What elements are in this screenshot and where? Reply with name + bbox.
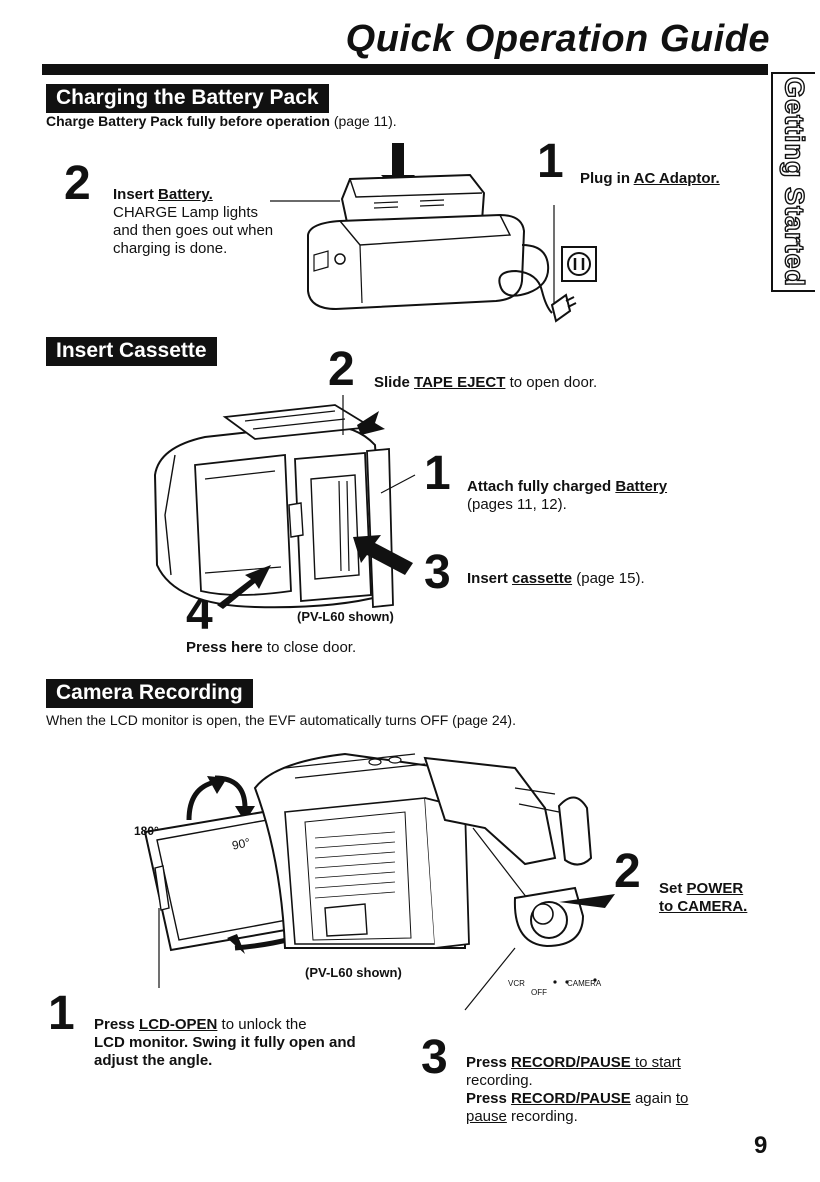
cassette-battery-link: Battery xyxy=(615,478,668,495)
camera-step-3-line2-mid: again xyxy=(630,1090,676,1107)
camcorder-cassette-illustration xyxy=(135,395,435,609)
cassette-link: cassette xyxy=(512,570,573,587)
camera-step-1-detail: LCD monitor. Swing it fully open and adj… xyxy=(94,1034,356,1069)
camera-step-3-line1-suffix: to start xyxy=(630,1054,681,1071)
battery-link: Battery. xyxy=(158,186,213,203)
cassette-step-3-prefix: Insert xyxy=(467,570,513,587)
cassette-step-1-text: Attach fully charged Battery (pages 11, … xyxy=(467,478,667,514)
charger-illustration xyxy=(270,143,630,325)
camera-step-2-number: 2 xyxy=(614,845,641,898)
battery-step-2-text: Insert Battery. CHARGE Lamp lights and t… xyxy=(113,186,283,258)
cassette-step-1-number: 1 xyxy=(424,447,451,500)
dial-camera-label: CAMERA xyxy=(567,979,602,988)
camera-step-3-line1-prefix: Press xyxy=(466,1054,512,1071)
cassette-step-1-prefix: Attach fully charged xyxy=(467,478,616,495)
battery-step-1-text: Plug in AC Adaptor. xyxy=(580,170,720,188)
cassette-step-2-number: 2 xyxy=(328,343,355,396)
camera-step-3-line2-to: to xyxy=(675,1090,689,1107)
cassette-step-3-text: Insert cassette (page 15). xyxy=(467,570,645,588)
cassette-step-2-prefix: Slide xyxy=(374,374,415,391)
battery-note-bold: Charge Battery Pack fully before operati… xyxy=(46,113,330,129)
battery-step-1-prefix: Plug in xyxy=(580,170,634,187)
camera-step-1-suffix: to unlock the xyxy=(217,1016,307,1033)
lcd-open-link: LCD-OPEN xyxy=(139,1016,218,1033)
to-camera-link: to CAMERA. xyxy=(659,898,748,915)
dial-vcr-label: VCR xyxy=(508,979,525,988)
cassette-model-caption: (PV-L60 shown) xyxy=(297,609,394,624)
camera-step-3-number: 3 xyxy=(421,1031,448,1084)
cassette-step-4-suffix: to close door. xyxy=(262,639,357,656)
cassette-section-heading: Insert Cassette xyxy=(46,337,217,366)
cassette-step-2-suffix: to open door. xyxy=(505,374,598,391)
cassette-step-3-number: 3 xyxy=(424,546,451,599)
camera-section-heading: Camera Recording xyxy=(46,679,253,708)
battery-step-1-number: 1 xyxy=(537,135,564,188)
camera-step-3-line1-end: recording. xyxy=(466,1072,533,1089)
ac-adaptor-link: AC Adaptor. xyxy=(633,170,720,187)
battery-step-2-prefix: Insert xyxy=(113,186,159,203)
record-pause-link-1: RECORD/PAUSE xyxy=(511,1054,631,1071)
cassette-step-1-ref: (pages 11, 12). xyxy=(467,496,567,513)
tape-eject-link: TAPE EJECT xyxy=(414,374,506,391)
camera-step-3-line2-pause: pause xyxy=(466,1108,507,1125)
camera-step-3-line2-prefix: Press xyxy=(466,1090,512,1107)
dial-off-label: OFF xyxy=(531,988,547,997)
camera-step-2-text: Set POWER to CAMERA. xyxy=(659,880,747,916)
cassette-step-3-suffix: (page 15). xyxy=(572,570,645,587)
side-tab-label: Getting Started xyxy=(779,76,810,288)
camcorder-lcd-illustration xyxy=(135,748,615,998)
cassette-step-4-text: Press here to close door. xyxy=(186,639,356,657)
camera-note: When the LCD monitor is open, the EVF au… xyxy=(46,712,516,728)
battery-section-heading: Charging the Battery Pack xyxy=(46,84,329,113)
battery-step-2-detail: CHARGE Lamp lights and then goes out whe… xyxy=(113,204,274,257)
camera-step-3-line2-end: recording. xyxy=(506,1108,578,1125)
battery-note-ref: (page 11). xyxy=(329,113,397,129)
camera-step-1-number: 1 xyxy=(48,987,75,1040)
camera-step-1-prefix: Press xyxy=(94,1016,140,1033)
page-number: 9 xyxy=(754,1132,768,1159)
camera-step-2-prefix: Set xyxy=(659,880,687,897)
power-link: POWER xyxy=(686,880,744,897)
camera-step-1-text: Press LCD-OPEN to unlock the LCD monitor… xyxy=(94,1016,384,1070)
battery-step-2-number: 2 xyxy=(64,157,91,210)
camera-model-caption: (PV-L60 shown) xyxy=(305,965,402,980)
camera-step-3-text: Press RECORD/PAUSE to start recording. P… xyxy=(466,1054,766,1126)
side-tab-getting-started: Getting Started xyxy=(771,72,815,292)
angle-180-label: 180° xyxy=(134,824,159,838)
page-title: Quick Operation Guide xyxy=(345,18,770,60)
title-rule xyxy=(42,64,768,75)
cassette-step-4-prefix: Press here xyxy=(186,639,263,656)
battery-note: Charge Battery Pack fully before operati… xyxy=(46,113,397,129)
record-pause-link-2: RECORD/PAUSE xyxy=(511,1090,631,1107)
cassette-step-2-text: Slide TAPE EJECT to open door. xyxy=(374,374,597,392)
